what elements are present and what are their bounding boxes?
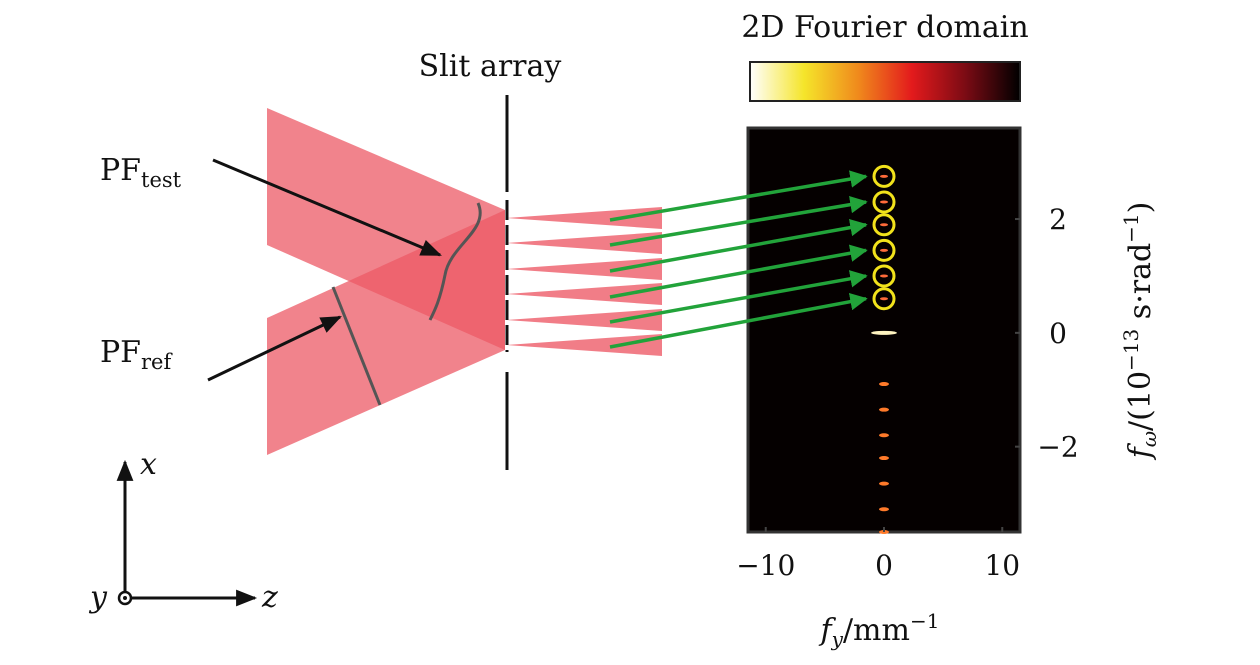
order-circle bbox=[872, 164, 896, 188]
fourier-spot bbox=[879, 507, 889, 512]
green-arrow bbox=[609, 218, 868, 273]
pf-ref-arrow bbox=[207, 315, 342, 382]
order-circle bbox=[872, 287, 896, 311]
x-axis-label: fy/mm−1 bbox=[819, 609, 940, 651]
order-circle bbox=[872, 264, 896, 288]
green-arrow bbox=[609, 244, 868, 299]
fourier-spot bbox=[879, 481, 889, 486]
fourier-spot bbox=[880, 274, 888, 278]
zero-order-spot bbox=[871, 330, 897, 335]
order-circle bbox=[872, 238, 896, 262]
fourier-image bbox=[746, 126, 1022, 534]
diffracted-order-beam bbox=[507, 232, 662, 254]
green-arrow bbox=[609, 195, 868, 247]
x-tick-label: 10 bbox=[984, 549, 1020, 582]
diffracted-order-beam bbox=[507, 258, 662, 280]
order-circle bbox=[872, 213, 896, 237]
fourier-spot bbox=[880, 223, 888, 227]
pf-ref-label: PFref bbox=[100, 335, 173, 374]
fourier-spot bbox=[880, 200, 888, 204]
diffracted-order-beam bbox=[507, 309, 662, 331]
test-wavefront bbox=[428, 202, 482, 321]
x-tick-label: 0 bbox=[875, 549, 893, 582]
fourier-spot bbox=[880, 297, 888, 301]
fourier-spot bbox=[879, 433, 889, 438]
ref-wavefront bbox=[331, 286, 382, 406]
pf-test-arrow bbox=[212, 158, 442, 257]
y-tick-label: 0 bbox=[1049, 317, 1067, 350]
green-arrow bbox=[609, 293, 868, 349]
fourier-spots bbox=[871, 164, 897, 534]
y-glyph: y bbox=[88, 580, 108, 615]
order-circle bbox=[872, 190, 896, 214]
y-tick-label: 2 bbox=[1049, 203, 1067, 236]
y-tick-label: −2 bbox=[1037, 431, 1078, 464]
fourier-spot bbox=[879, 407, 889, 412]
fourier-spot bbox=[880, 248, 888, 252]
fourier-spot bbox=[880, 174, 888, 178]
x-tick-label: −10 bbox=[736, 549, 795, 582]
green-arrows bbox=[609, 170, 868, 349]
fourier-spot bbox=[879, 382, 889, 387]
fourier-spot bbox=[879, 456, 889, 461]
diffracted-order-beam bbox=[507, 207, 662, 229]
diffracted-beams bbox=[507, 207, 662, 356]
slit-label: Slit array bbox=[419, 49, 562, 84]
green-arrow bbox=[609, 170, 868, 222]
y-axis-label: fω/(10−13 s·rad−1) bbox=[1119, 202, 1161, 461]
diffracted-order-beam bbox=[507, 283, 662, 305]
pf-test-label: PFtest bbox=[100, 153, 182, 192]
coordinate-axes: x y z bbox=[88, 447, 278, 615]
colorbar bbox=[749, 61, 1021, 102]
x-glyph: x bbox=[140, 447, 157, 482]
z-glyph: z bbox=[261, 580, 278, 615]
panel-title: 2D Fourier domain bbox=[741, 10, 1028, 45]
green-arrow bbox=[609, 270, 868, 324]
diffracted-order-beam bbox=[507, 334, 662, 356]
